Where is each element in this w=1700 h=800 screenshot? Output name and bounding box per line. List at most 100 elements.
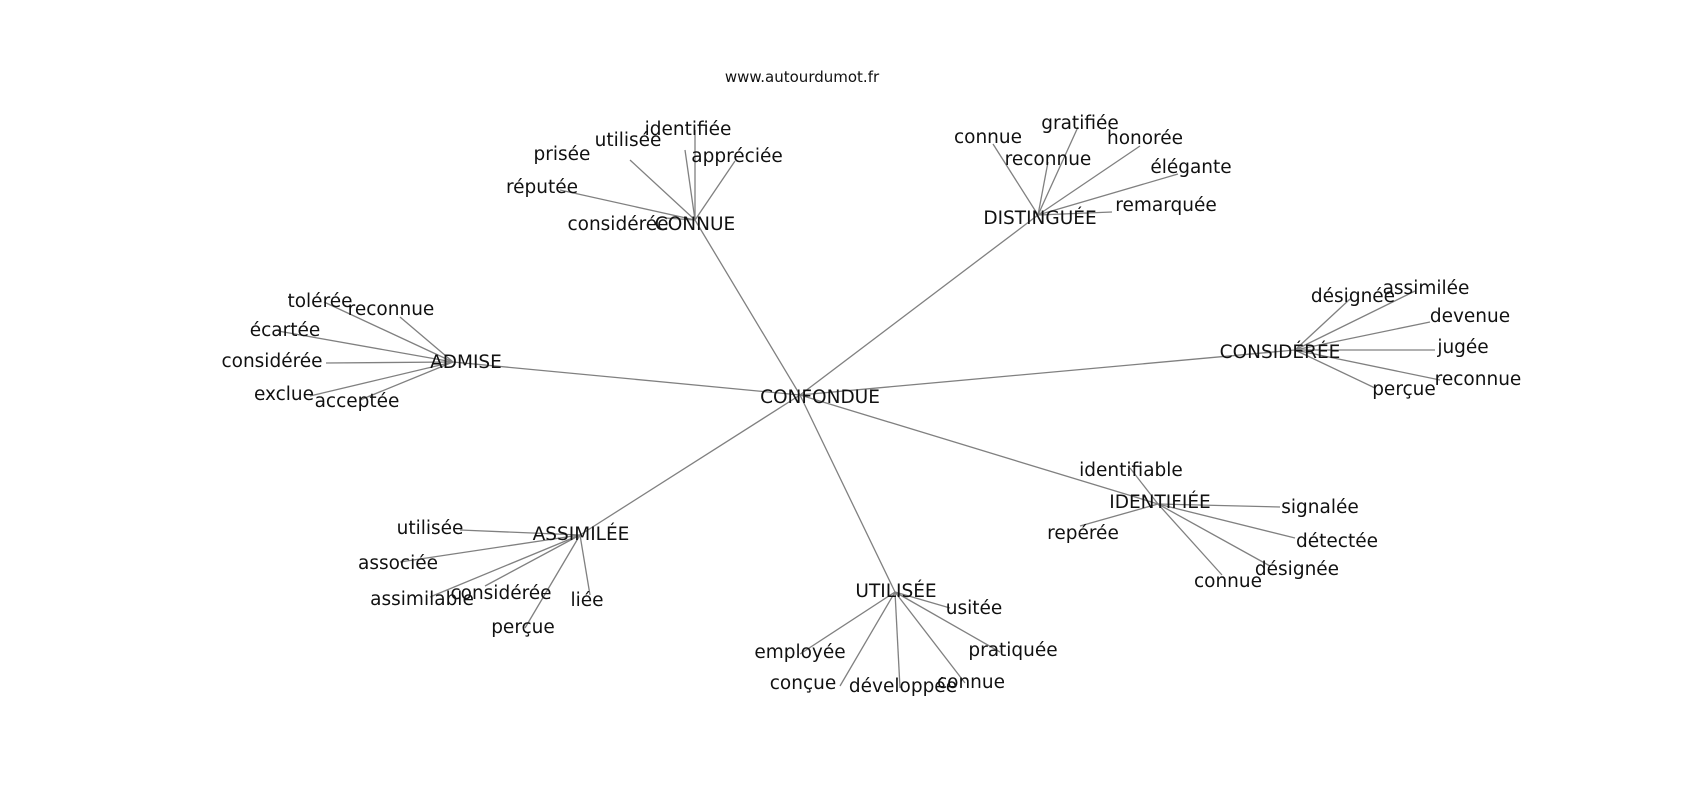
hub-word-edge (664, 217, 696, 221)
word-node[interactable]: appréciée (691, 146, 782, 167)
word-node[interactable]: reconnue (348, 299, 435, 320)
word-node[interactable]: connue (954, 127, 1022, 148)
word-node[interactable]: considérée (567, 214, 668, 235)
word-node[interactable]: connue (937, 672, 1005, 693)
hub-word-edge (992, 143, 1039, 216)
hub-word-edge (1157, 503, 1271, 567)
word-node[interactable]: employée (754, 642, 845, 663)
center-hub-edge (799, 394, 1159, 505)
hub-node[interactable]: IDENTIFIÉE (1109, 491, 1210, 513)
word-node[interactable]: identifiable (1079, 460, 1183, 481)
hub-word-edge (894, 591, 966, 684)
hub-word-edge (429, 534, 581, 598)
hub-word-edge (894, 591, 1001, 653)
word-node[interactable]: devenue (1430, 306, 1510, 327)
hub-word-edge (1294, 290, 1416, 351)
hub-node[interactable]: CONNUE (655, 214, 735, 235)
word-node[interactable]: désignée (1311, 286, 1395, 307)
word-node[interactable]: pratiquée (968, 640, 1057, 661)
word-node[interactable]: assimilable (370, 589, 474, 610)
hub-word-edge (559, 189, 696, 221)
hub-word-edge (1294, 349, 1441, 381)
hub-word-edge (839, 591, 896, 687)
word-node[interactable]: considérée (221, 351, 322, 372)
hub-word-edge (323, 301, 454, 363)
word-node[interactable]: exclue (254, 384, 314, 405)
hub-node[interactable]: ASSIMILÉE (533, 523, 630, 545)
word-node[interactable]: perçue (491, 617, 555, 638)
word-node[interactable]: utilisée (397, 518, 464, 539)
word-node[interactable]: signalée (1281, 497, 1359, 518)
site-url[interactable]: www.autourdumot.fr (725, 68, 880, 86)
hub-node[interactable]: UTILISÉE (855, 580, 936, 602)
hub-word-edge (1037, 161, 1049, 216)
center-hub-edge (799, 394, 896, 593)
hub-word-edge (484, 534, 581, 587)
word-node[interactable]: connue (1194, 571, 1262, 592)
hub-word-edge (459, 529, 581, 536)
hub-word-edge (1037, 173, 1179, 216)
word-node[interactable]: honorée (1107, 128, 1183, 149)
hub-word-edge (399, 534, 581, 563)
word-node[interactable]: liée (570, 590, 603, 611)
hub-node[interactable]: CONSIDÉRÉE (1220, 341, 1341, 363)
word-node[interactable]: identifiée (645, 119, 732, 140)
hub-word-edge (579, 534, 591, 596)
word-node[interactable]: reconnue (1435, 369, 1522, 390)
word-node[interactable]: tolérée (287, 291, 352, 312)
hub-word-edge (694, 160, 736, 221)
hub-word-edge (894, 591, 901, 689)
word-node[interactable]: élégante (1150, 157, 1231, 178)
word-node[interactable]: conçue (770, 673, 837, 694)
word-node[interactable]: écartée (250, 320, 321, 341)
word-node[interactable]: jugée (1436, 337, 1488, 358)
hub-word-edge (629, 159, 696, 221)
hub-word-edge (1294, 349, 1376, 389)
hub-word-edge (1037, 145, 1141, 216)
graph-edges (277, 126, 1441, 689)
hub-word-edge (1157, 503, 1281, 508)
word-node[interactable]: perçue (1372, 379, 1436, 400)
graph-labels: CONFONDUECONNUEpriséeutiliséeidentifiéea… (221, 113, 1521, 697)
word-node[interactable]: détectée (1296, 531, 1378, 552)
word-node[interactable]: usitée (946, 598, 1003, 619)
hub-word-edge (1037, 211, 1113, 216)
hub-word-edge (1157, 503, 1223, 576)
center-hub-edge (799, 214, 1039, 396)
center-hub-edge (452, 361, 801, 396)
center-hub-edge (694, 219, 801, 396)
hub-word-edge (1129, 467, 1159, 505)
word-node[interactable]: gratifiée (1041, 113, 1119, 134)
hub-word-edge (1037, 126, 1079, 216)
hub-word-edge (277, 330, 454, 363)
hub-word-edge (1294, 298, 1351, 351)
center-hub-edge (579, 394, 801, 536)
hub-word-edge (1079, 503, 1159, 527)
hub-word-edge (399, 316, 454, 363)
hub-word-edge (325, 361, 454, 364)
hub-word-edge (359, 361, 454, 401)
word-node[interactable]: utilisée (595, 130, 662, 151)
center-node[interactable]: CONFONDUE (760, 387, 880, 408)
word-node[interactable]: considérée (450, 583, 551, 604)
word-node[interactable]: développée (849, 676, 957, 697)
word-node[interactable]: associée (358, 553, 438, 574)
word-node[interactable]: remarquée (1115, 195, 1216, 216)
hub-word-edge (1294, 321, 1431, 351)
hub-word-edge (309, 361, 454, 397)
word-node[interactable]: acceptée (315, 391, 400, 412)
word-node[interactable]: assimilée (1383, 278, 1470, 299)
hub-word-edge (799, 591, 896, 655)
hub-word-edge (894, 591, 951, 609)
hub-node[interactable]: ADMISE (430, 352, 502, 373)
hub-node[interactable]: DISTINGUÉE (983, 207, 1096, 229)
word-node[interactable]: prisée (534, 144, 591, 165)
word-node[interactable]: reconnue (1005, 149, 1092, 170)
word-node[interactable]: réputée (506, 177, 578, 198)
hub-word-edge (524, 534, 581, 629)
word-node[interactable]: repérée (1047, 523, 1119, 544)
center-hub-edge (799, 349, 1296, 396)
word-node[interactable]: désignée (1255, 559, 1339, 580)
hub-word-edge (684, 149, 696, 221)
